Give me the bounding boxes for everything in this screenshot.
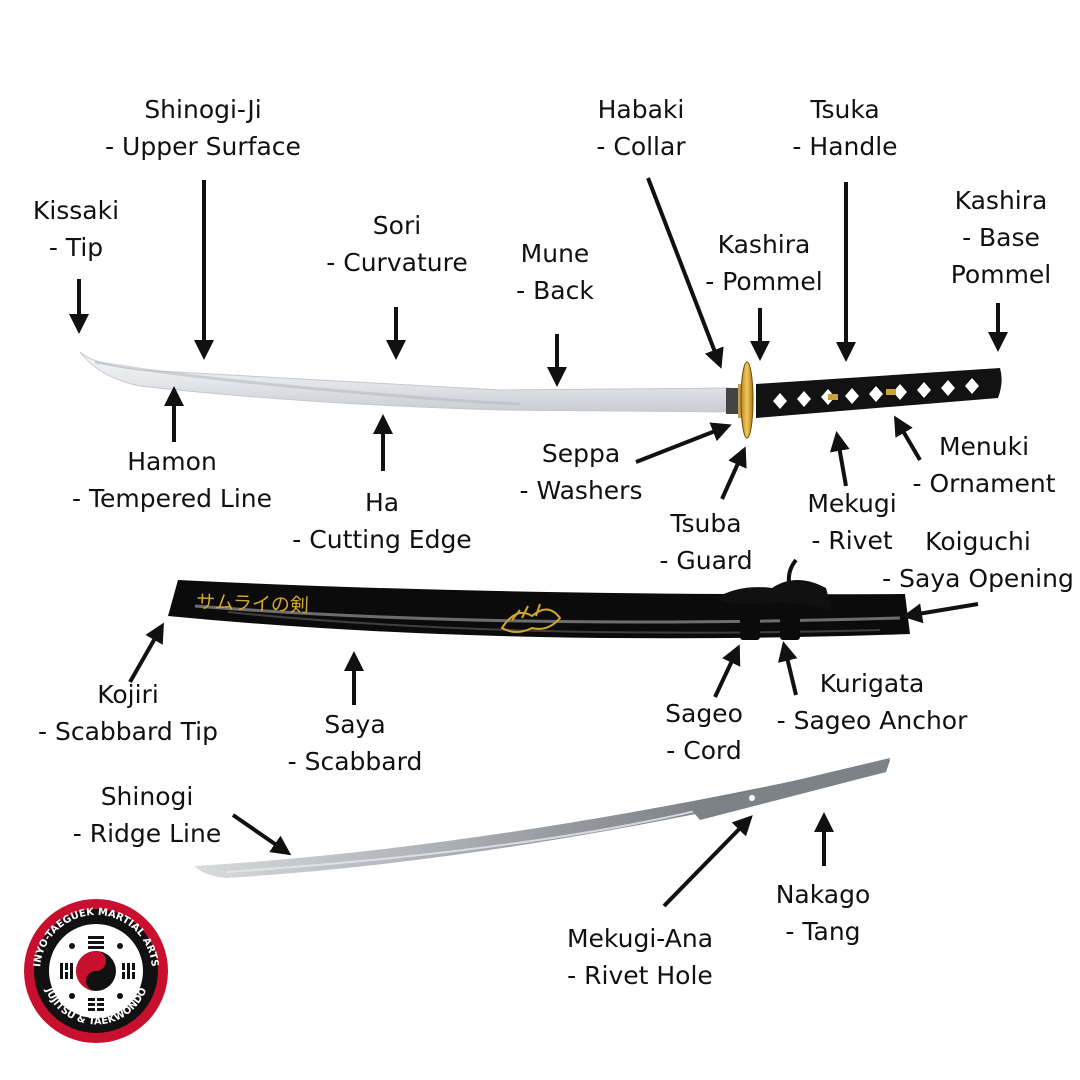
katana-blade [79,351,731,413]
sageo-cord [716,580,832,610]
habaki-collar [726,388,740,414]
label-hamon: Hamon- Tempered Line [72,447,272,513]
saya-inscription: サムライの剣 [196,591,309,617]
label-habaki: Habaki- Collar [596,95,686,161]
label-tsuka: Tsuka- Handle [792,95,898,161]
label-shinogi-ji: Shinogi-Ji- Upper Surface [105,95,301,161]
label-sageo: Sageo- Cord [665,699,743,765]
kurigata-knob [740,612,800,640]
seppa-washers [738,384,742,418]
label-kojiri: Kojiri- Scabbard Tip [38,680,218,746]
label-sori: Sori- Curvature [326,211,468,277]
label-mekugi-ana: Mekugi-Ana- Rivet Hole [566,924,714,990]
tsuka-wrap-diamonds [773,378,979,409]
label-ha: Ha- Cutting Edge [292,488,472,554]
saya-dragon-emblem [500,603,562,633]
menuki-ornament [828,394,838,400]
mekugi-ana-hole [749,795,755,801]
pointer-arrows [69,177,1008,908]
sageo-cord-tail [786,558,798,589]
label-nakago: Nakago- Tang [775,880,871,946]
label-mune: Mune- Back [516,239,594,305]
label-seppa: Seppa- Washers [519,439,643,505]
school-logo: INYO-TAEGUEK MARTIAL ARTS JUJITSU & TAEK… [24,899,168,1043]
label-kurigata: Kurigata- Sageo Anchor [776,669,968,735]
label-mekugi: Mekugi- Rivet [807,489,897,555]
menuki-ornament-2 [886,389,896,395]
nakago-tang [688,758,890,820]
label-kissaki: Kissaki- Tip [32,196,120,262]
label-koiguchi: Koiguchi- Saya Opening [882,527,1074,593]
label-saya: Saya- Scabbard [287,710,423,776]
label-menuki: Menuki- Ornament [912,432,1056,498]
tsuba-guard [740,361,754,439]
label-shinogi: Shinogi- Ridge Line [72,782,222,848]
bare-blade [194,760,890,878]
label-tsuba: Tsuba- Guard [659,509,753,575]
label-kashira-pommel: Kashira- Pommel [705,230,823,296]
